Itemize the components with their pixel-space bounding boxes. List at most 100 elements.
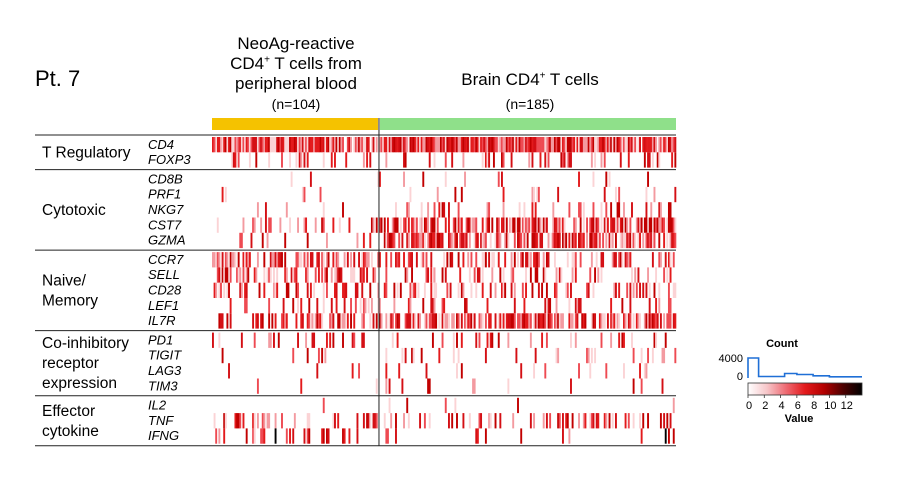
heatmap-cell [610, 298, 613, 314]
gene-label-nkg7: NKG7 [148, 202, 184, 217]
heatmap-cell [435, 137, 438, 153]
heatmap-cell [438, 347, 441, 364]
heatmap-cell [526, 137, 529, 153]
heatmap-cell [264, 137, 267, 153]
heatmap-cell [645, 202, 648, 218]
heatmap-cell [430, 232, 433, 249]
heatmap-cell [484, 428, 487, 444]
heatmap-cell [297, 252, 299, 268]
heatmap-cell [362, 413, 365, 429]
heatmap-cell [529, 332, 532, 348]
heatmap-cell [346, 252, 349, 268]
heatmap-cell [221, 186, 224, 203]
heatmap-cell [314, 267, 317, 283]
heatmap-cell [672, 137, 675, 153]
heatmap-cell [562, 137, 564, 153]
heatmap-cell [224, 252, 227, 268]
group-bar-neoag [212, 118, 378, 130]
heatmap-cell [457, 347, 460, 364]
heatmap-cell [549, 313, 552, 329]
heatmap-cell [517, 313, 519, 329]
heatmap-cell [268, 413, 271, 429]
heatmap-cell [643, 363, 646, 379]
heatmap-cell [606, 313, 609, 329]
heatmap-cell [340, 137, 343, 153]
heatmap-cell [618, 332, 621, 348]
heatmap-cell [239, 282, 242, 298]
heatmap-cell [533, 413, 536, 429]
heatmap-cell [316, 298, 319, 314]
heatmap-cell [369, 282, 372, 298]
heatmap-cell [650, 217, 653, 233]
heatmap-cell [436, 217, 439, 233]
heatmap-cell [520, 252, 523, 268]
heatmap-cell [273, 252, 275, 268]
heatmap-cell [501, 171, 503, 187]
heatmap-cell [619, 152, 622, 168]
heatmap-cell [470, 217, 473, 233]
heatmap-cell [369, 232, 372, 249]
heatmap-cell [325, 252, 328, 268]
heatmap-cell [404, 267, 407, 283]
heatmap-cell [247, 267, 250, 283]
heatmap-cell [449, 282, 452, 298]
heatmap-cell [541, 232, 544, 249]
heatmap-cell [430, 282, 433, 298]
heatmap-cell [441, 267, 444, 283]
heatmap-cell [431, 267, 434, 283]
heatmap-cell [544, 267, 547, 283]
heatmap-cell [322, 298, 325, 314]
legend-value-label: Value [785, 413, 814, 425]
heatmap-cell [353, 267, 356, 283]
heatmap-cell [578, 202, 580, 218]
heatmap-cell [237, 413, 240, 429]
heatmap-cell [403, 171, 405, 187]
heatmap-cell [594, 313, 597, 329]
heatmap-cell [631, 332, 633, 348]
heatmap-cell [419, 313, 422, 329]
heatmap-cell [526, 232, 529, 249]
heatmap-cell [322, 152, 325, 168]
heatmap-cell [242, 217, 245, 233]
heatmap-cell [541, 282, 544, 298]
heatmap-cell [324, 347, 327, 364]
heatmap-cell [388, 232, 391, 249]
heatmap-cell [555, 313, 558, 329]
heatmap-cell [655, 298, 658, 314]
heatmap-cell [647, 171, 650, 187]
heatmap-cell [570, 282, 572, 298]
heatmap-cell [589, 363, 592, 379]
heatmap-cell [281, 252, 283, 268]
heatmap-cell [494, 232, 497, 249]
heatmap-cell [454, 397, 457, 414]
heatmap-cell [465, 313, 468, 329]
heatmap-cell [423, 137, 426, 153]
heatmap-cell [597, 137, 600, 153]
heatmap-cell [526, 217, 529, 233]
heatmap-cell [269, 332, 272, 348]
heatmap-cell [616, 217, 619, 233]
heatmap-cell [240, 282, 243, 298]
brain-group-title: Brain CD4+ T cells [430, 70, 630, 90]
heatmap-cell [552, 217, 555, 233]
heatmap-cell [430, 252, 433, 268]
heatmap-cell [481, 217, 484, 233]
heatmap-cell [510, 217, 513, 233]
heatmap-cell [507, 332, 510, 348]
heatmap-cell [653, 186, 656, 203]
heatmap-cell [602, 232, 605, 249]
heatmap-cell [282, 298, 285, 314]
heatmap-cell [338, 137, 341, 153]
heatmap-cell [491, 217, 494, 233]
heatmap-cell [395, 217, 397, 233]
heatmap-cell [435, 282, 438, 298]
heatmap-cell [383, 137, 386, 153]
heatmap-cell [663, 137, 666, 153]
heatmap-cell [255, 267, 258, 283]
heatmap-cell [229, 267, 232, 283]
heatmap-cell [613, 282, 616, 298]
heatmap-cell [456, 232, 458, 249]
heatmap-cell [565, 282, 568, 298]
heatmap-cell [385, 363, 388, 379]
heatmap-cell [570, 313, 572, 329]
